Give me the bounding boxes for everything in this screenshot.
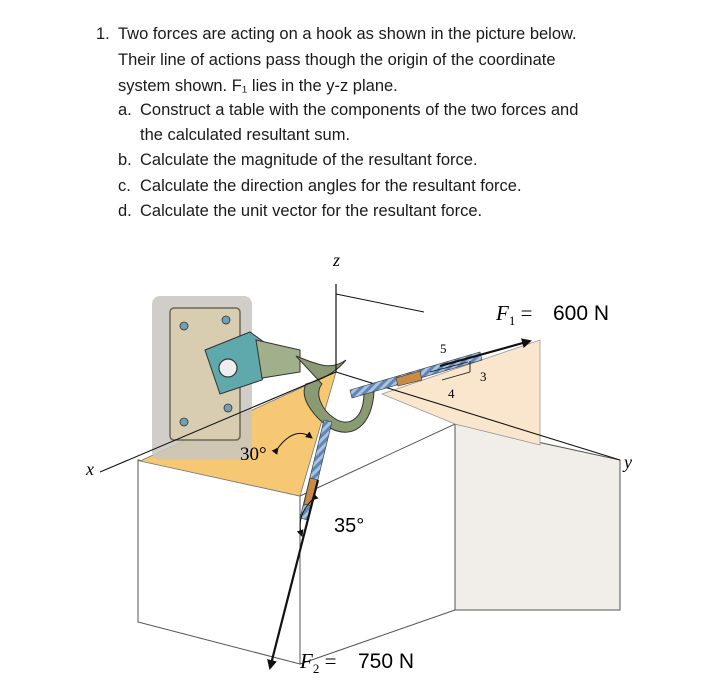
f1-subscript: 1 — [509, 313, 516, 328]
f1-symbol: F — [495, 301, 509, 325]
part-a-text-2: the calculated resultant sum. — [140, 126, 351, 144]
slope-triangle — [429, 361, 471, 381]
axis-label-z: z — [332, 250, 340, 270]
part-c-text: Calculate the direction angles for the r… — [140, 177, 522, 195]
problem-line-3: system shown. F₁ lies in the y-z plane. — [118, 77, 398, 95]
angle-35-label: 35° — [334, 515, 364, 537]
problem-statement: 1. Two forces are acting on a hook as sh… — [0, 0, 712, 232]
angle-30-label: 30° — [240, 444, 267, 465]
hook — [295, 355, 375, 433]
slope-label-4: 4 — [448, 386, 455, 401]
hook-force-diagram: z x y 5 4 3 F1 = 600 N 30° 35° F2 = 750 … — [85, 250, 632, 676]
f2-subscript: 2 — [313, 661, 320, 676]
axis-label-y: y — [622, 452, 632, 472]
part-d-letter: d. — [118, 202, 132, 220]
part-c-letter: c. — [118, 177, 131, 195]
part-d-text: Calculate the unit vector for the result… — [140, 202, 483, 220]
z-axis-lead — [335, 293, 425, 313]
f2-label: F2 = 750 N — [299, 649, 414, 676]
slope-label-3: 3 — [480, 369, 487, 384]
f1-equals: = — [515, 301, 532, 325]
slope-label-5: 5 — [440, 341, 447, 356]
part-b-text: Calculate the magnitude of the resultant… — [140, 151, 478, 169]
problem-number: 1. — [96, 25, 110, 43]
wall-mount — [152, 296, 301, 460]
yz-plane — [380, 339, 541, 446]
svg-text:F1 =: F1 = — [495, 301, 532, 328]
f1-label: F1 = 600 N — [495, 301, 609, 328]
x-axis-line — [99, 371, 337, 473]
problem-line-2: Their line of actions pass though the or… — [118, 51, 556, 69]
f2-symbol: F — [299, 649, 313, 673]
angle-30-arc — [271, 431, 313, 455]
part-a-letter: a. — [118, 101, 132, 119]
part-a-text-1: Construct a table with the components of… — [140, 101, 579, 119]
f2-equals: = — [319, 649, 336, 673]
f2-value: 750 N — [358, 650, 414, 673]
part-b-letter: b. — [118, 151, 132, 169]
angle-35-arc — [296, 493, 319, 537]
f1-arrow — [439, 338, 532, 368]
problem-line-1: Two forces are acting on a hook as shown… — [118, 25, 577, 43]
axis-label-x: x — [85, 459, 94, 479]
block-right-face — [299, 423, 456, 665]
f1-value: 600 N — [553, 302, 609, 325]
svg-text:F2 =: F2 = — [299, 649, 336, 676]
